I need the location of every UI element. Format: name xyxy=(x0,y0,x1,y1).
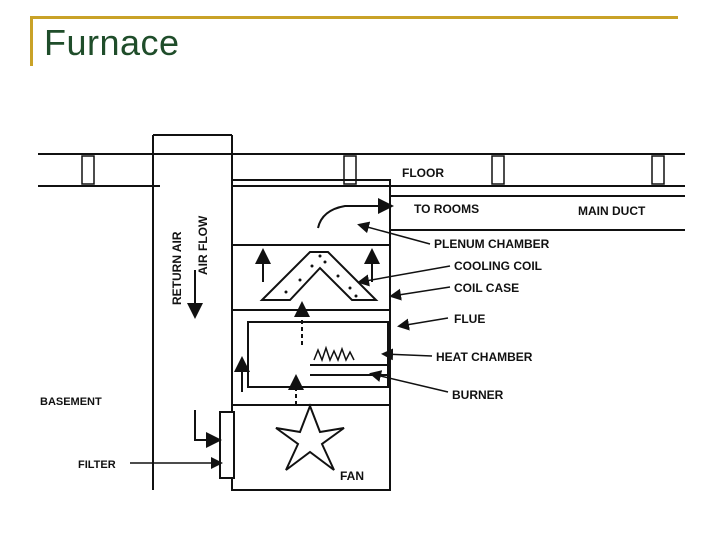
slide-title: Furnace xyxy=(44,22,180,63)
label-burner: BURNER xyxy=(452,388,504,402)
title-rule-top xyxy=(30,16,678,19)
label-return-air: RETURN AIR xyxy=(170,231,184,305)
label-heat-chamber: HEAT CHAMBER xyxy=(436,350,533,364)
heat-chamber-box xyxy=(247,321,389,388)
label-air-flow: AIR FLOW xyxy=(196,215,210,275)
label-basement: BASEMENT xyxy=(40,396,102,408)
cooling-coil xyxy=(259,251,379,301)
label-cooling-coil: COOLING COIL xyxy=(454,259,542,273)
label-fan: FAN xyxy=(340,469,364,483)
burner-flames xyxy=(313,345,355,363)
label-to-rooms: TO ROOMS xyxy=(414,202,479,216)
joist xyxy=(81,155,95,185)
fan xyxy=(275,403,345,471)
label-plenum-chamber: PLENUM CHAMBER xyxy=(434,237,550,251)
joist xyxy=(343,155,357,185)
label-main-duct: MAIN DUCT xyxy=(578,204,646,218)
joist xyxy=(491,155,505,185)
label-flue: FLUE xyxy=(454,312,485,326)
joist xyxy=(651,155,665,185)
title-rule-left xyxy=(30,16,33,66)
furnace-cabinet xyxy=(231,179,391,491)
label-floor: FLOOR xyxy=(402,166,444,180)
filter xyxy=(219,411,235,479)
label-filter: FILTER xyxy=(78,459,116,471)
label-coil-case: COIL CASE xyxy=(454,281,519,295)
